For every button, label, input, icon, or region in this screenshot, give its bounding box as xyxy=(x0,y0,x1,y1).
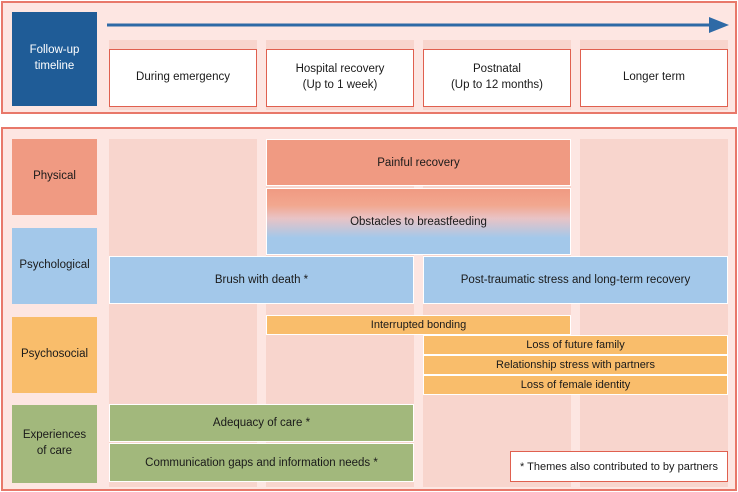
category-physical: Physical xyxy=(12,139,97,215)
theme-loss-of-future-family: Loss of future family xyxy=(423,335,728,355)
timeline-label: Follow-up timeline xyxy=(12,12,97,106)
theme-obstacles-to-breastfeeding: Obstacles to breastfeeding xyxy=(266,188,571,255)
theme-relationship-stress: Relationship stress with partners xyxy=(423,355,728,375)
theme-adequacy-of-care: Adequacy of care * xyxy=(109,404,414,442)
partners-footnote: * Themes also contributed to by partners xyxy=(510,451,728,482)
theme-brush-with-death: Brush with death * xyxy=(109,256,414,304)
phase-hospital-recovery: Hospital recovery (Up to 1 week) xyxy=(266,49,414,107)
theme-painful-recovery: Painful recovery xyxy=(266,139,571,186)
theme-interrupted-bonding: Interrupted bonding xyxy=(266,315,571,335)
category-psychological: Psychological xyxy=(12,228,97,304)
phase-longer-term: Longer term xyxy=(580,49,728,107)
phase-during-emergency: During emergency xyxy=(109,49,257,107)
theme-communication-gaps: Communication gaps and information needs… xyxy=(109,443,414,482)
theme-loss-of-female-identity: Loss of female identity xyxy=(423,375,728,395)
category-experiences-of-care: Experiences of care xyxy=(12,405,97,483)
theme-post-traumatic-stress: Post-traumatic stress and long-term reco… xyxy=(423,256,728,304)
timeline-arrow xyxy=(107,17,729,33)
themes-column-bg-4 xyxy=(580,139,728,487)
phase-postnatal: Postnatal (Up to 12 months) xyxy=(423,49,571,107)
category-psychosocial: Psychosocial xyxy=(12,317,97,393)
